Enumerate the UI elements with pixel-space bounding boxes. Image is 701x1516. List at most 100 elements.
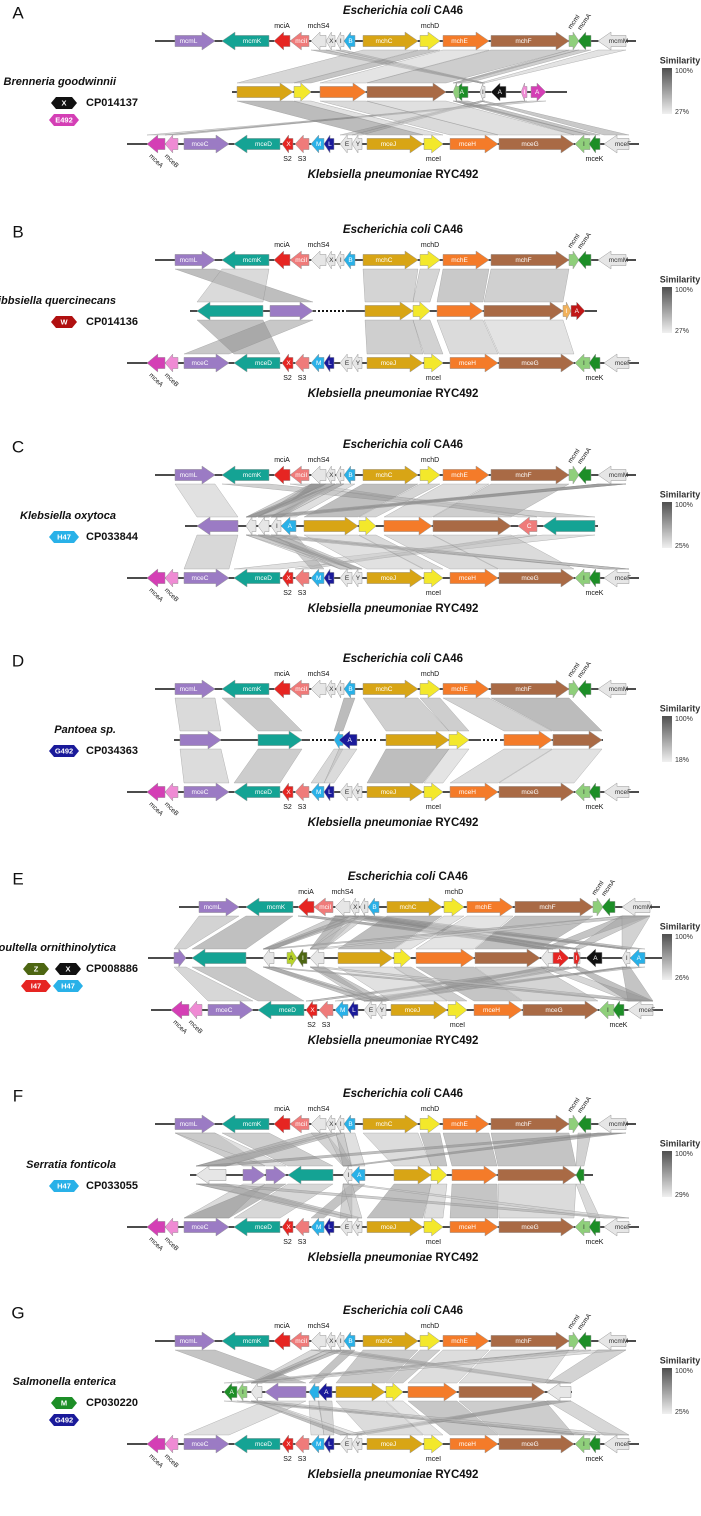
query-gene-13-label: I	[576, 955, 578, 962]
kleb-e-gene-label: E	[345, 1224, 350, 1231]
ecoli-b-gene-label: B	[348, 1338, 352, 1345]
ecoli-mchf-gene	[514, 897, 594, 917]
query-gene-2	[262, 948, 275, 968]
ecoli-i-gene-label: I	[340, 1121, 342, 1128]
ecoli-mcmk-gene	[221, 250, 270, 270]
kleb-mcei-gene-caption: mceI	[426, 804, 441, 811]
kleb-mceh-gene-label: mceH	[483, 1007, 500, 1014]
ecoli-b-gene-label: B	[348, 1121, 352, 1128]
ecoli-title: Escherichia coli CA46	[343, 439, 463, 451]
ecoli-mcii-gene	[289, 250, 310, 270]
ecoli-mcma-gene-caption: mcmA	[601, 878, 618, 898]
kleb-mcef-gene	[627, 1000, 654, 1020]
kleb-x-gene	[281, 1217, 294, 1237]
query-gene-8	[415, 948, 475, 968]
query-gene-7	[570, 301, 586, 321]
kleb-m-gene	[310, 353, 325, 373]
ecoli-x-gene	[325, 1114, 336, 1134]
ecoli-genus: Escherichia coli	[348, 871, 439, 883]
query-gene-8	[407, 1382, 458, 1402]
ecoli-strain: CA46	[434, 1088, 463, 1100]
kleb-s2-gene-caption: S2	[283, 375, 292, 382]
ecoli-mcmi-gene	[568, 31, 580, 51]
ecoli-mche-gene-label: mchE	[451, 472, 468, 479]
system-badge-h47-text: H47	[57, 532, 71, 541]
kleb-mcei-gene	[423, 353, 444, 373]
similarity-band	[236, 1349, 580, 1384]
similarity-title: Similarity	[660, 921, 701, 931]
query-gene-4-label: A	[288, 523, 293, 530]
ecoli-genus: Escherichia coli	[343, 1088, 434, 1100]
ecoli-mchc-gene-label: mchC	[376, 1338, 393, 1345]
kleb-l-gene	[323, 1434, 335, 1454]
query-gene-3	[338, 730, 358, 750]
ecoli-i-gene-label: I	[340, 472, 342, 479]
query-gene-10	[542, 516, 596, 536]
similarity-band	[498, 748, 603, 784]
kleb-mceb-gene	[164, 1434, 179, 1454]
ecoli-mchc-gene-label: mchC	[376, 257, 393, 264]
kleb-x-gene	[281, 353, 294, 373]
ecoli-strain: CA46	[434, 653, 463, 665]
kleb-e-gene	[339, 1434, 353, 1454]
ecoli-strain: CA46	[434, 224, 463, 236]
kleb-mcec-gene-label: mceC	[192, 1441, 209, 1448]
kleb-l-gene	[323, 353, 335, 373]
panel-letter: F	[13, 1086, 23, 1105]
query-gene-7	[430, 1165, 448, 1185]
kleb-x-gene	[281, 1434, 294, 1454]
kleb-mcec-gene	[207, 1000, 254, 1020]
ecoli-mcmm-gene	[597, 1331, 627, 1351]
kleb-x-gene-label: X	[286, 141, 291, 148]
similarity-band	[174, 483, 239, 518]
kleb-s2-gene-caption: S2	[283, 804, 292, 811]
ecoli-x-gene-label: X	[329, 38, 334, 45]
kleb-mced-gene	[233, 134, 281, 154]
query-gene-6-label: I	[482, 89, 484, 96]
kleb-mcej-gene	[366, 134, 424, 154]
ecoli-mcmk-gene	[221, 1331, 270, 1351]
kleb-genus: Klebsiella pneumoniae	[308, 1252, 436, 1264]
kleb-i-gene-label: I	[583, 141, 585, 148]
query-gene-5	[483, 301, 564, 321]
kleb-mcec-gene	[183, 782, 230, 802]
kleb-e-gene-label: E	[369, 1007, 374, 1014]
kleb-e-gene-label: E	[345, 141, 350, 148]
query-gene-8-label: I	[524, 89, 526, 96]
kleb-i-gene-label: I	[607, 1007, 609, 1014]
kleb-l-gene	[347, 1000, 359, 1020]
kleb-l-gene-label: L	[328, 360, 332, 367]
kleb-mcei-gene-caption: mceI	[426, 375, 441, 382]
similarity-band	[174, 1349, 307, 1384]
similarity-max: 100%	[675, 68, 693, 75]
similarity-band	[412, 319, 444, 355]
kleb-y-gene-label: Y	[380, 1007, 385, 1014]
ecoli-mcmm-gene	[597, 679, 627, 699]
kleb-s3-gene-caption: S3	[298, 1456, 307, 1463]
kleb-mcea-gene	[146, 1434, 166, 1454]
kleb-mcek-gene	[588, 782, 601, 802]
similarity-band	[366, 100, 575, 136]
similarity-band	[293, 49, 441, 84]
ecoli-i-gene	[335, 1331, 345, 1351]
similarity-band	[423, 748, 470, 784]
ecoli-mcmm-gene-label: mcmM	[609, 1121, 629, 1128]
similarity-band	[303, 534, 424, 570]
query-gene-2	[364, 301, 414, 321]
kleb-mceg-gene-label: mceG	[545, 1007, 562, 1014]
ecoli-mchd-gene-caption: mchD	[421, 242, 439, 249]
query-gene-4-label: I	[302, 955, 304, 962]
ecoli-genus: Escherichia coli	[343, 224, 434, 236]
kleb-i-gene	[574, 782, 591, 802]
ecoli-strain: CA46	[438, 871, 467, 883]
ecoli-mcml-gene-label: mcmL	[180, 472, 198, 479]
kleb-s3-gene	[294, 568, 310, 588]
ecoli-i-gene	[335, 1114, 345, 1134]
kleb-mcef-gene	[603, 782, 630, 802]
ecoli-mchd-gene-caption: mchD	[421, 1106, 439, 1113]
kleb-mceh-gene	[449, 568, 499, 588]
similarity-band	[233, 534, 596, 570]
kleb-mceg-gene-label: mceG	[521, 575, 538, 582]
ecoli-b-gene	[343, 1331, 356, 1351]
